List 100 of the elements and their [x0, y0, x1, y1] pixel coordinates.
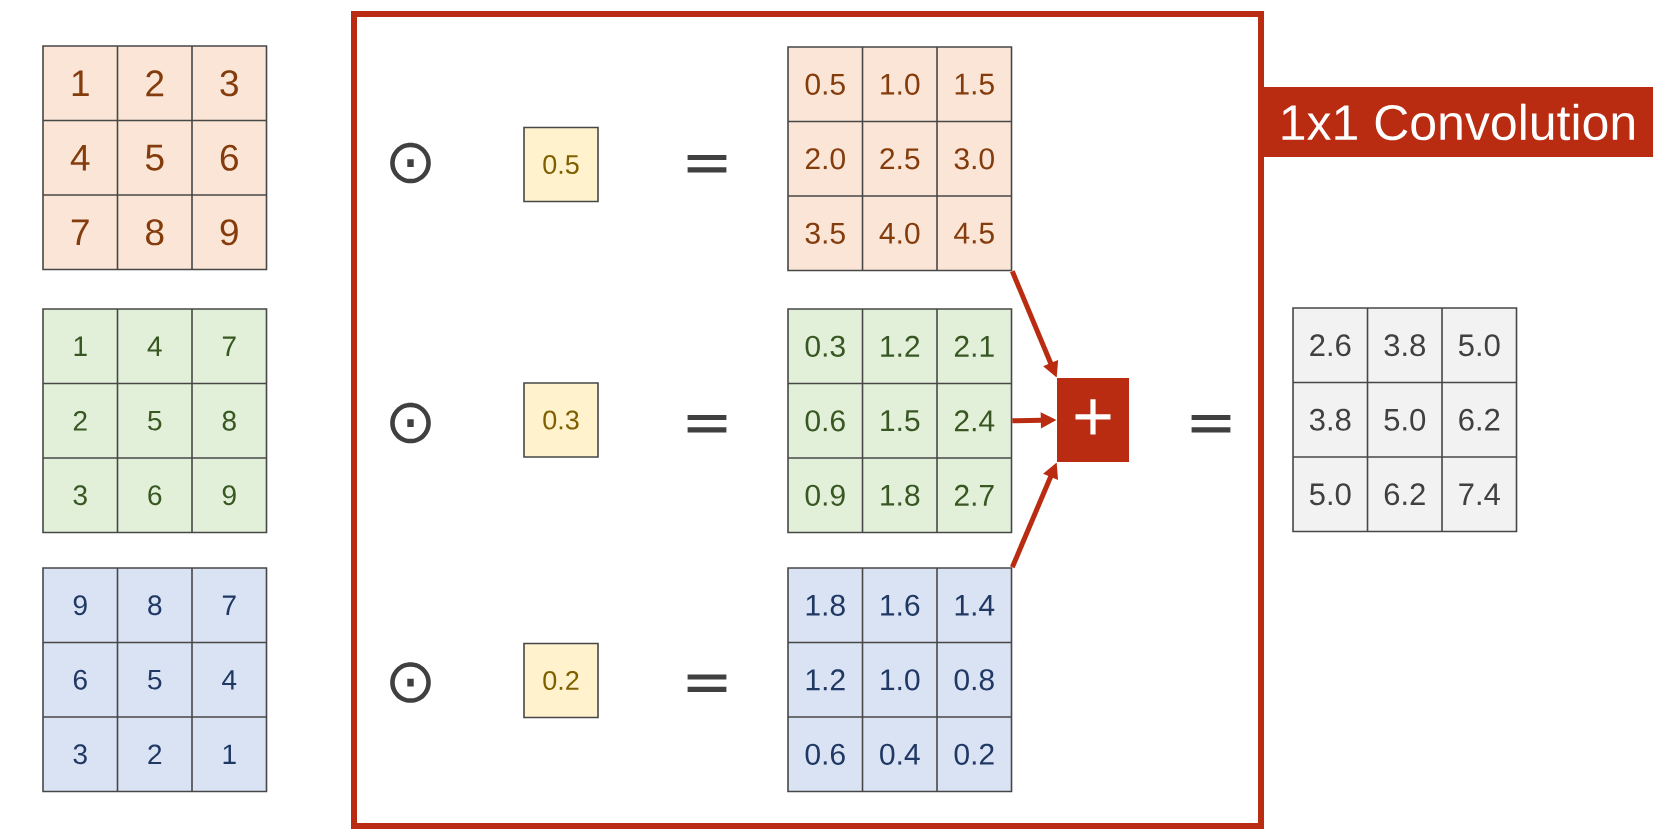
node-label: 4.5 — [954, 222, 994, 244]
matrix-cell: 7 — [192, 309, 267, 384]
node-label: 2.4 — [954, 410, 995, 432]
node-label: 1.0 — [881, 73, 920, 95]
weight-box: 0.5 — [523, 126, 599, 203]
node-label: 3.8 — [1384, 334, 1425, 357]
matrix-cell: 3 — [43, 458, 118, 533]
matrix-cell: 1.8 — [862, 458, 937, 533]
matrix-cell: 2.0 — [788, 121, 863, 196]
node-label: 1 — [72, 70, 89, 96]
node-label: 8 — [146, 219, 164, 246]
matrix-cell: 0.9 — [788, 458, 863, 533]
matrix-cell: 1 — [43, 309, 118, 384]
matrix-cell: 3 — [192, 46, 267, 121]
node-label: 0.6 — [805, 410, 845, 432]
matrix-cell: 7.4 — [1442, 457, 1517, 532]
node-label: 9 — [222, 485, 236, 506]
plus-box: + — [1057, 378, 1129, 462]
matrix-cell: 1.2 — [788, 642, 863, 717]
node-label: 4 — [70, 145, 90, 171]
node-label: 4 — [222, 670, 237, 690]
matrix-cell: 3.8 — [1367, 308, 1442, 383]
matrix-cell: 2 — [117, 46, 192, 121]
matrix-cell: 5.0 — [1442, 308, 1517, 383]
matrix-cell: 2.4 — [937, 383, 1012, 458]
node-label: 1 — [74, 336, 87, 356]
matrix-cell: 0.8 — [937, 642, 1012, 717]
matrix-cell: 8 — [192, 383, 267, 458]
node-label: 2.6 — [1310, 334, 1351, 357]
node-label: 2 — [148, 744, 162, 765]
matrix-cell: 2 — [117, 717, 192, 792]
matrix-cell: 0.2 — [937, 717, 1012, 792]
node-label: 5.0 — [1458, 334, 1500, 357]
matrix-cell: 2.7 — [937, 458, 1012, 533]
matrix-cell: 8 — [117, 568, 192, 643]
matrix-cell: 7 — [43, 195, 118, 270]
node-label: 8 — [148, 595, 162, 616]
node-label: 1.5 — [955, 73, 994, 95]
node-label: 5 — [148, 410, 162, 431]
matrix-cell: 0.6 — [788, 383, 863, 458]
node-label: 2.5 — [880, 148, 920, 170]
matrix-cell: 3 — [43, 717, 118, 792]
node-label: 5 — [148, 669, 162, 690]
title-banner: 1x1 Convolution — [1263, 87, 1653, 157]
node-label: 3 — [73, 485, 87, 506]
matrix-cell: 2.6 — [1293, 308, 1368, 383]
circled-dot-symbol: ⊙ — [390, 402, 431, 444]
node-label: 3.0 — [954, 148, 994, 170]
node-label: 8 — [222, 410, 236, 431]
node-label: 0.2 — [954, 743, 994, 765]
node-label: 7 — [71, 219, 89, 245]
node-label: 3.5 — [805, 222, 845, 244]
node-label: 5 — [145, 144, 164, 171]
node-label: 0.8 — [954, 669, 994, 691]
matrix — [42, 308, 268, 534]
node-label: 1.6 — [881, 594, 920, 616]
node-label: 9 — [220, 219, 238, 246]
matrix — [42, 45, 268, 271]
matrix-cell: 6.2 — [1442, 382, 1517, 457]
node-label: 3 — [220, 70, 238, 97]
equals-sign: = — [687, 154, 727, 173]
node-label: 0.9 — [805, 484, 845, 506]
weight-box: 0.2 — [523, 642, 599, 719]
node-label: 7 — [222, 595, 236, 615]
matrix-cell: 1.2 — [862, 309, 937, 384]
matrix-cell: 1.6 — [862, 568, 937, 643]
node-label: 0.4 — [880, 743, 920, 765]
node-label: 1 — [223, 744, 236, 764]
node-label: 7 — [222, 336, 236, 356]
node-label: 3 — [73, 744, 87, 765]
node-label: 1.8 — [881, 484, 920, 506]
node-label: 4 — [147, 336, 162, 356]
node-label: 2.1 — [954, 335, 994, 357]
matrix-cell: 1 — [192, 717, 267, 792]
node-label: 2 — [146, 70, 164, 97]
node-label: 2.0 — [805, 148, 845, 170]
equals-sign: = — [687, 674, 727, 692]
matrix-cell: 1.0 — [862, 47, 937, 122]
node-label: 2 — [73, 410, 87, 431]
matrix-cell: 4 — [192, 642, 267, 717]
node-label: 9 — [73, 595, 87, 616]
matrix-cell: 1.4 — [937, 568, 1012, 643]
matrix-cell: 3.8 — [1293, 382, 1368, 457]
equals-sign: = — [1191, 414, 1231, 433]
node-label: 5.0 — [1384, 408, 1426, 431]
node-label: 6 — [73, 669, 87, 690]
node-label: 3.8 — [1309, 408, 1351, 431]
matrix-cell: 6 — [192, 120, 267, 195]
matrix-cell: 9 — [43, 568, 118, 643]
matrix-cell: 4.5 — [937, 196, 1012, 271]
node-label: 4.0 — [879, 222, 920, 244]
node-label: 6 — [220, 144, 238, 171]
node-label: 0.5 — [805, 73, 845, 95]
matrix — [787, 567, 1013, 793]
node-label: 1.2 — [881, 335, 920, 357]
matrix-cell: 8 — [117, 195, 192, 270]
matrix-cell: 1 — [43, 46, 118, 121]
matrix — [1292, 307, 1518, 533]
matrix-cell: 9 — [192, 195, 267, 270]
matrix-cell: 3.5 — [788, 196, 863, 271]
